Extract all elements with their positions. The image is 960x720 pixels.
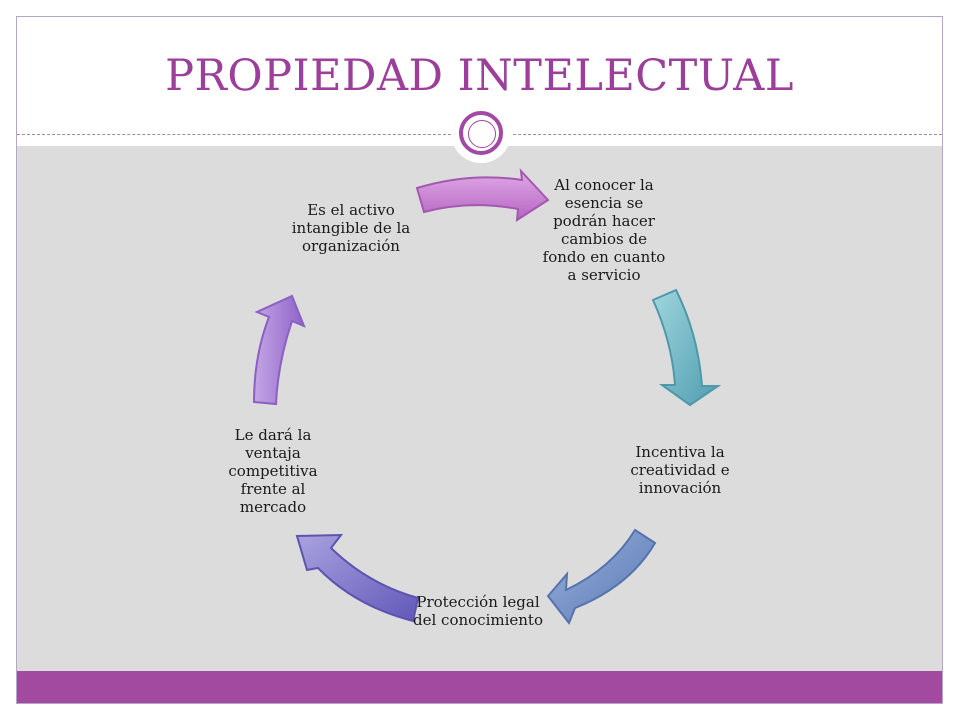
cycle-arrow-4 — [295, 533, 420, 623]
circle-ornament-inner-icon — [468, 120, 496, 148]
cycle-arrow-2 — [651, 288, 722, 407]
footer-accent-bar — [17, 671, 942, 703]
cycle-node-3: Protección legal del conocimiento — [413, 593, 543, 629]
slide-title: PROPIEDAD INTELECTUAL — [165, 51, 794, 101]
cycle-node-1: Al conocer la esencia se podrán hacer ca… — [542, 176, 666, 284]
cycle-arrow-5 — [252, 294, 306, 406]
cycle-arrow-1 — [415, 168, 550, 222]
cycle-arrow-3 — [546, 528, 657, 625]
cycle-node-5: Es el activo intangible de la organizaci… — [291, 201, 411, 255]
content-area — [17, 146, 942, 671]
cycle-node-4: Le dará la ventaja competitiva frente al… — [228, 426, 318, 516]
circle-ornament-ring-icon — [459, 111, 503, 155]
cycle-node-2: Incentiva la creatividad e innovación — [630, 443, 730, 497]
